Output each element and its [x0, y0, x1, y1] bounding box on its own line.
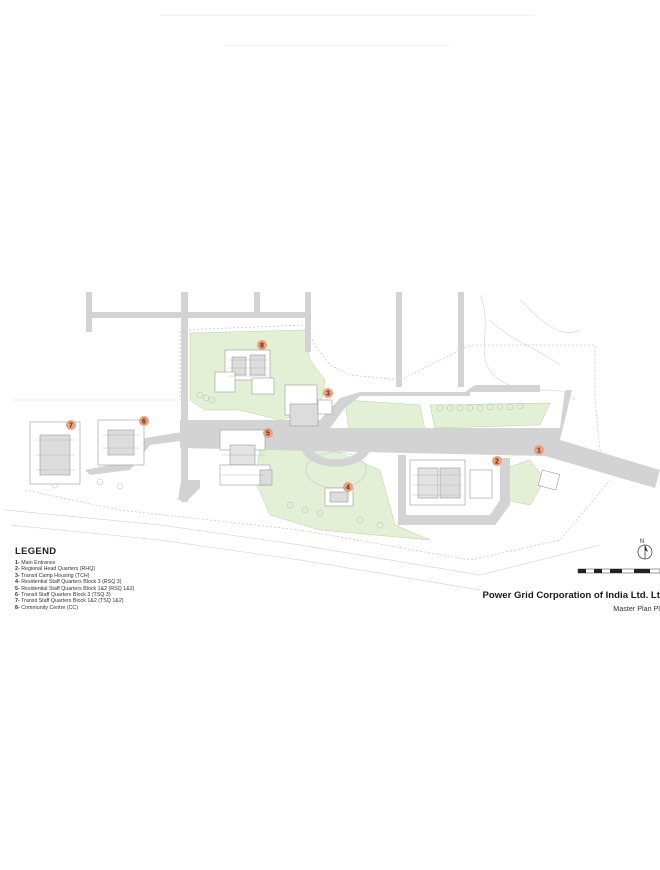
marker-8: 8: [257, 340, 267, 350]
sheet-title: Master Plan Pl: [613, 604, 660, 613]
legend-title: LEGEND: [15, 546, 57, 557]
legend-item: 4- Residential Staff Quarters Block 3 (R…: [15, 579, 122, 586]
header-faint-line-1: [160, 15, 535, 16]
scale-bar: [577, 568, 660, 574]
svg-text:4: 4: [346, 485, 350, 492]
legend-item: 2- Regional Head Quarters (RHQ): [15, 566, 96, 573]
road-network: [85, 292, 660, 525]
svg-text:3: 3: [326, 391, 330, 398]
marker-2: 2: [492, 456, 502, 466]
legend-list: 1- Main Entrance 2- Regional Head Quarte…: [15, 560, 134, 611]
plan-markers: 1 2 3 4 5 6 7 8: [66, 340, 544, 492]
svg-text:6: 6: [142, 419, 146, 426]
svg-text:7: 7: [69, 423, 73, 430]
legend: LEGEND 1- Main Entrance 2- Regional Head…: [15, 546, 134, 611]
marker-3: 3: [323, 388, 333, 398]
svg-text:8: 8: [260, 343, 264, 350]
north-arrow: N: [637, 539, 653, 560]
marker-7: 7: [66, 420, 76, 430]
svg-text:N: N: [640, 539, 644, 545]
svg-text:2: 2: [495, 459, 499, 466]
svg-text:1: 1: [537, 448, 541, 455]
outer-context-lines: [4, 294, 601, 591]
legend-item: 5- Residential Staff Quarters Block 1&2 …: [15, 585, 135, 592]
marker-6: 6: [139, 416, 149, 426]
svg-text:5: 5: [266, 431, 270, 438]
legend-item: 8- Community Centre (CC): [15, 604, 79, 611]
marker-4: 4: [343, 482, 353, 492]
legend-item: 3- Transit Camp Housing (TCH): [15, 572, 90, 579]
title-block: Power Grid Corporation of India Ltd. Lt …: [460, 590, 660, 613]
legend-item: 6- Transit Staff Quarters Block 3 (TSQ 3…: [15, 592, 111, 599]
header-faint-line-2: [225, 45, 450, 46]
site-boundary: [15, 324, 641, 561]
legend-item: 7- Transit Staff Quarters Block 1&2 (TSQ…: [15, 598, 124, 605]
marker-5: 5: [263, 428, 273, 438]
marker-1: 1: [534, 445, 544, 455]
building-details: [35, 359, 462, 496]
legend-item: 1- Main Entrance: [15, 560, 56, 566]
project-title: Power Grid Corporation of India Ltd. Lt: [482, 590, 660, 601]
